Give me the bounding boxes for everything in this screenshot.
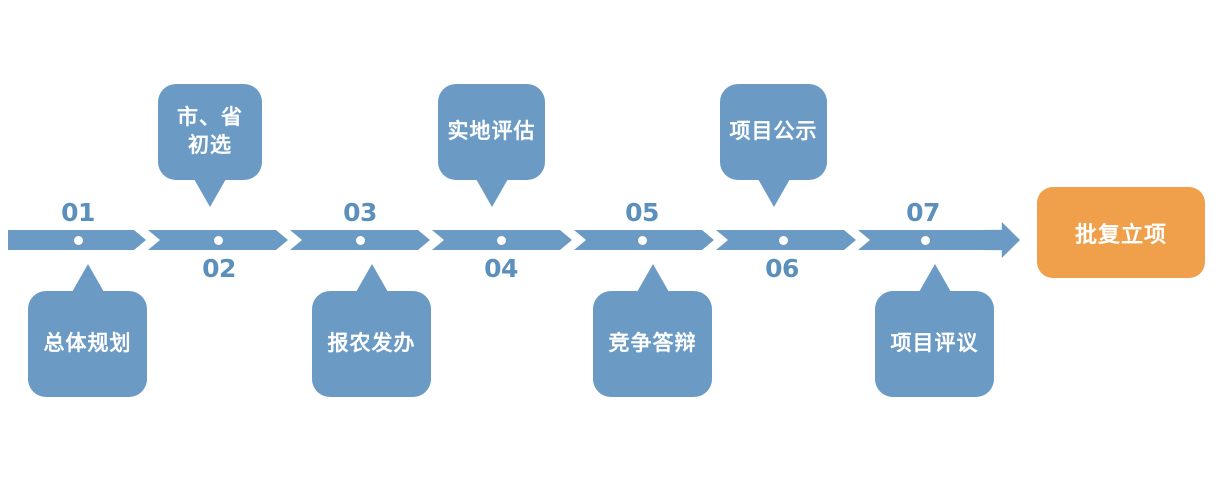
timeline-segment-7[interactable]	[858, 230, 1003, 250]
callout-tail-icon	[636, 264, 669, 292]
callout-step-02-line2: 初选	[188, 134, 232, 157]
step-number-04: 04	[484, 254, 518, 283]
step-number-03: 03	[343, 198, 377, 227]
timeline-dot-07	[921, 236, 930, 245]
callout-tail-icon	[355, 264, 388, 292]
callout-tail-icon	[918, 264, 951, 292]
timeline-dot-02	[214, 236, 223, 245]
timeline-dot-04	[497, 236, 506, 245]
timeline-dot-03	[356, 236, 365, 245]
callout-step-03-text: 报农发办	[327, 331, 416, 355]
step-number-06: 06	[765, 254, 799, 283]
callout-step-01-text: 总体规划	[43, 331, 132, 355]
callout-step-05[interactable]: 竞争答辩	[593, 264, 712, 397]
callout-step-03[interactable]: 报农发办	[312, 264, 431, 397]
callout-step-06-text: 项目公示	[729, 119, 818, 143]
callout-step-05-text: 竞争答辩	[608, 331, 697, 355]
step-number-05: 05	[625, 198, 659, 227]
callout-tail-icon	[475, 179, 508, 207]
timeline-dot-06	[779, 236, 788, 245]
callout-step-02[interactable]: 市、省 初选	[158, 84, 262, 207]
step-number-01: 01	[61, 198, 95, 227]
callout-tail-icon	[71, 264, 104, 292]
timeline-bar	[0, 230, 1040, 250]
arrow-right-icon	[985, 222, 1020, 258]
callout-step-04[interactable]: 实地评估	[438, 84, 545, 207]
step-number-07: 07	[906, 198, 940, 227]
callout-step-07[interactable]: 项目评议	[875, 264, 994, 397]
callout-step-04-text: 实地评估	[447, 119, 536, 143]
step-number-02: 02	[202, 254, 236, 283]
timeline-dot-01	[74, 236, 83, 245]
final-result-label: 批复立项	[1074, 221, 1167, 247]
callout-step-06[interactable]: 项目公示	[720, 84, 827, 207]
callout-step-01[interactable]: 总体规划	[28, 264, 147, 397]
callout-tail-icon	[757, 179, 790, 207]
callout-step-07-text: 项目评议	[890, 331, 979, 355]
timeline-dot-05	[638, 236, 647, 245]
final-result-box[interactable]: 批复立项	[1037, 187, 1205, 278]
callout-step-02-line1: 市、省	[177, 105, 243, 129]
callout-step-02-text: 市、省 初选	[177, 104, 243, 161]
callout-tail-icon	[194, 179, 226, 207]
